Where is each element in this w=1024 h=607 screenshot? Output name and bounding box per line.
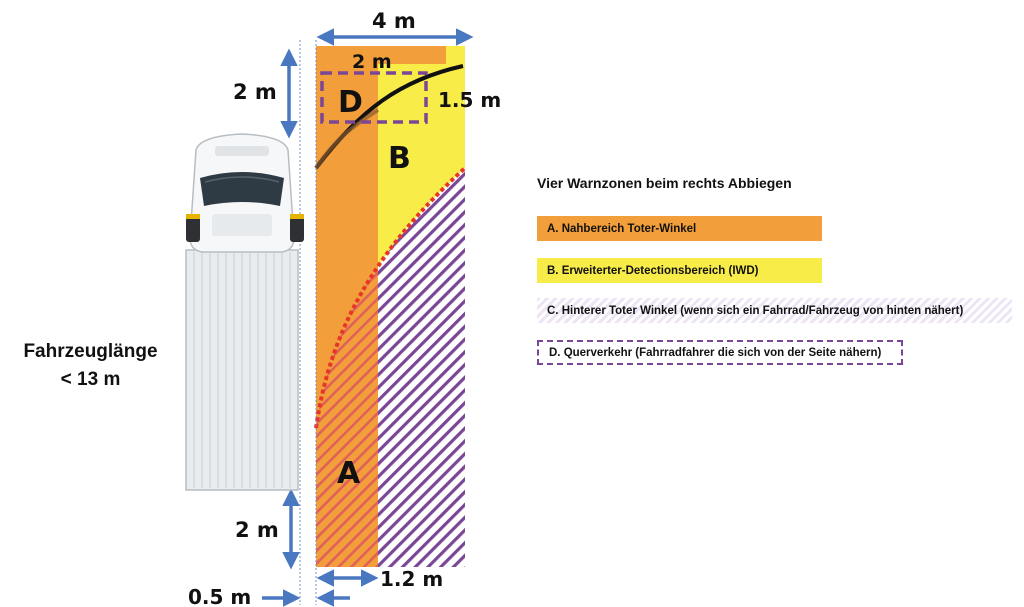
zone-d-box	[320, 71, 428, 124]
zone-a-label: A	[337, 456, 361, 491]
zone-d-label: D	[338, 85, 363, 120]
vehicle-length-line2: < 13 m	[60, 369, 121, 390]
zone-a-width-label: 1.2 m	[380, 567, 443, 591]
curve-1-5m-label: 1.5 m	[438, 88, 501, 112]
offset-0-5m-label: 0.5 m	[188, 585, 251, 607]
width-4m-label: 4 m	[372, 9, 416, 33]
truck-illustration	[185, 133, 304, 491]
zone-c-boundary	[314, 166, 467, 429]
legend-item-c: C. Hinterer Toter Winkel (wenn sich ein …	[537, 298, 1012, 323]
vehicle-length-line1: Fahrzeuglänge	[23, 341, 158, 362]
rear-2m-label: 2 m	[235, 518, 279, 542]
zone-a-top-band	[316, 46, 446, 64]
legend-item-d-label: D. Querverkehr (Fahrradfahrer die sich v…	[549, 346, 882, 359]
legend-item-d: D. Querverkehr (Fahrradfahrer die sich v…	[537, 340, 903, 365]
legend-item-a: A. Nahbereich Toter-Winkel	[537, 216, 822, 241]
zone-b-label: B	[388, 141, 411, 176]
legend-item-b-label: B. Erweiterter-Detectionsbereich (IWD)	[547, 264, 759, 277]
legend-item-a-label: A. Nahbereich Toter-Winkel	[547, 222, 697, 235]
legend-item-c-label: C. Hinterer Toter Winkel (wenn sich ein …	[547, 304, 964, 317]
vehicle-length-label: Fahrzeuglänge < 13 m	[8, 338, 173, 394]
legend-item-b: B. Erweiterter-Detectionsbereich (IWD)	[537, 258, 822, 283]
width-2m-label: 2 m	[352, 51, 392, 73]
legend-title: Vier Warnzonen beim rechts Abbiegen	[537, 175, 792, 191]
front-2m-label: 2 m	[233, 80, 277, 104]
